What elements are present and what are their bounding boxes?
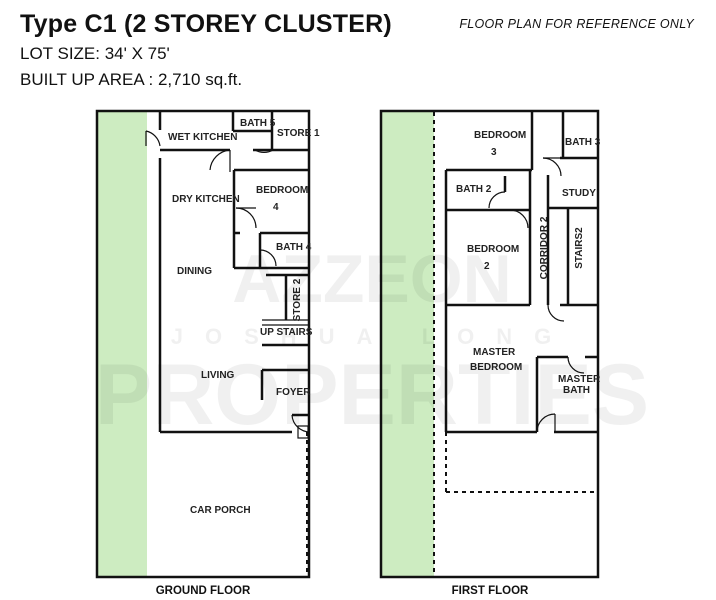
first-door-swings — [488, 157, 585, 433]
room-study: STUDY — [562, 188, 596, 199]
built-up-area: BUILT UP AREA : 2,710 sq.ft. — [20, 70, 243, 89]
room-master-bedroom: BEDROOM — [470, 362, 522, 373]
watermark: AZZEON JOSHUA LONG PROPERTIES — [95, 241, 649, 443]
room-living: LIVING — [201, 370, 235, 381]
room-bedroom-2-number: 2 — [484, 261, 490, 272]
room-master: MASTER — [473, 347, 516, 358]
reference-note: FLOOR PLAN FOR REFERENCE ONLY — [459, 17, 694, 31]
ground-dashed-lines — [159, 236, 308, 577]
room-bath-2: BATH 2 — [456, 184, 492, 195]
first-dashed-lines — [433, 112, 598, 577]
room-bath-4: BATH 4 — [276, 242, 312, 253]
ground-door-swings — [145, 130, 311, 439]
room-bath-3: BATH 3 — [565, 137, 601, 148]
room-foyer: FOYER — [276, 387, 311, 398]
room-bedroom-4: BEDROOM — [256, 185, 308, 196]
room-up-stairs: UP STAIRS — [260, 327, 313, 338]
room-stairs-2: STAIRS2 — [574, 227, 585, 269]
room-wet-kitchen: WET KITCHEN — [168, 132, 237, 143]
room-bath-5: BATH 5 — [240, 118, 276, 129]
room-bedroom-4-number: 4 — [273, 202, 279, 213]
lot-size: LOT SIZE: 34' X 75' — [20, 44, 170, 63]
room-store-1: STORE 1 — [277, 128, 320, 139]
room-dry-kitchen: DRY KITCHEN — [172, 194, 240, 205]
plan-title: Type C1 (2 STOREY CLUSTER) — [20, 10, 392, 38]
room-bedroom-2: BEDROOM — [467, 244, 519, 255]
first-floor-caption: FIRST FLOOR — [452, 585, 529, 597]
room-bedroom-3: BEDROOM — [474, 130, 526, 141]
first-lot-boundary — [379, 109, 600, 579]
watermark-line-1: AZZEON — [232, 241, 512, 317]
watermark-line-2: JOSHUA LONG — [171, 324, 574, 349]
ground-stair-lines — [262, 319, 309, 326]
room-bedroom-3-number: 3 — [491, 147, 497, 158]
ground-garden-strip — [98, 112, 147, 577]
room-corridor-2: CORRIDOR 2 — [539, 216, 550, 279]
ground-floor-caption: GROUND FLOOR — [156, 585, 251, 597]
first-floor-plan: BEDROOM 3 BATH 3 BATH 2 STUDY BEDROOM 2 … — [379, 109, 601, 597]
room-car-porch: CAR PORCH — [190, 505, 251, 516]
first-garden-strip — [382, 112, 434, 577]
room-store-2: STORE 2 — [292, 278, 303, 321]
room-master-bath: MASTER — [558, 374, 601, 385]
watermark-line-3: PROPERTIES — [95, 347, 649, 443]
ground-floor-plan: WET KITCHEN BATH 5 STORE 1 DRY KITCHEN B… — [95, 109, 320, 597]
room-dining: DINING — [177, 266, 212, 277]
room-master-bath-label: BATH — [563, 385, 590, 396]
